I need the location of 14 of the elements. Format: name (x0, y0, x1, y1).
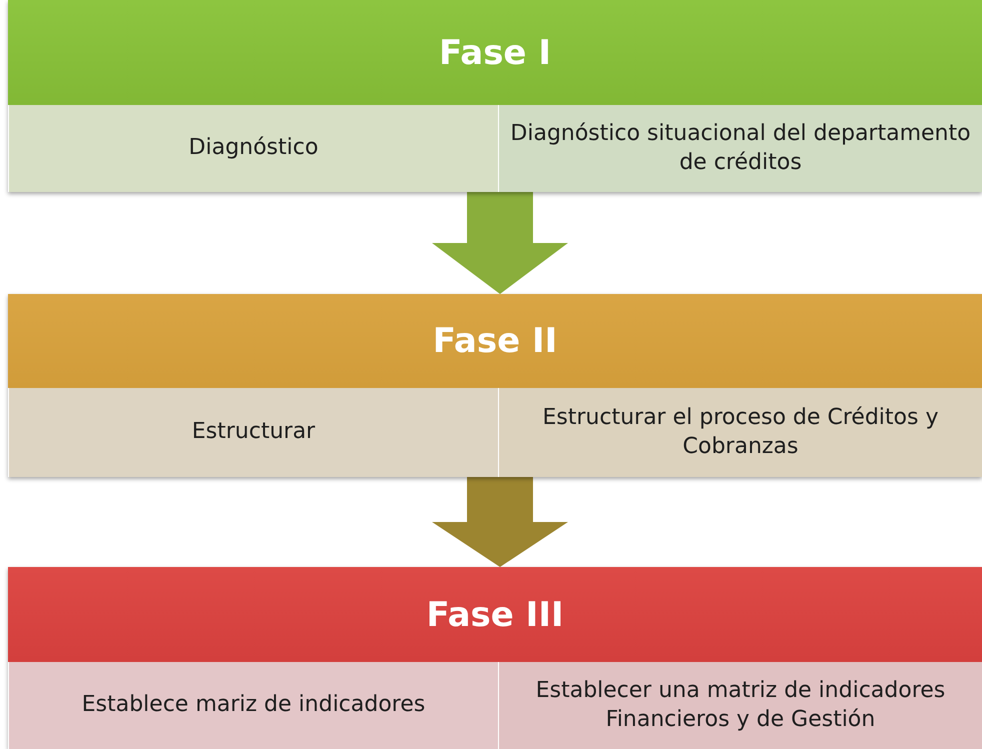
table-cell: Establecer una matriz de indicadores Financieros y de Gestión (498, 662, 982, 749)
phase-title: Fase III (426, 594, 564, 634)
table-cell: Establece mariz de indicadores (8, 662, 498, 749)
table-cell: Estructurar (8, 388, 498, 477)
block-arrow (432, 192, 568, 294)
table-cell: Diagnóstico (8, 105, 498, 192)
phase-title: Fase II (432, 321, 558, 361)
phase-band (8, 567, 982, 749)
phase-title: Fase I (439, 32, 551, 72)
table-cell: Diagnóstico situacional del departamento de créditos (498, 105, 982, 192)
phase-band (8, 294, 982, 477)
phase-band (8, 0, 982, 192)
block-arrow (432, 477, 568, 567)
table-cell: Estructurar el proceso de Créditos y Cobranzas (498, 388, 982, 477)
